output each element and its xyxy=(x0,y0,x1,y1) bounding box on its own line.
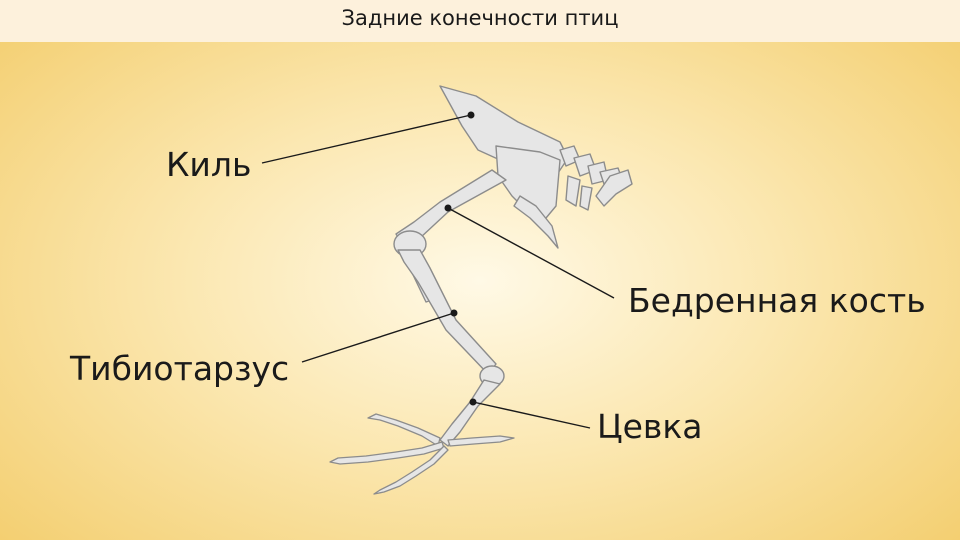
toe-side xyxy=(447,435,515,447)
slide-title: Задние конечности птиц xyxy=(341,6,619,30)
toe-back xyxy=(367,413,441,447)
toe-front-upper xyxy=(329,441,445,465)
pointer-dots xyxy=(444,111,477,406)
label-keel: Киль xyxy=(166,145,252,184)
leader-line-tibiotarsus xyxy=(301,312,455,363)
label-tarsometatarsus: Цевка xyxy=(597,407,703,446)
vertebrae xyxy=(559,145,633,211)
leader-lines xyxy=(261,114,615,429)
tibiotarsus-bone xyxy=(397,249,497,375)
title-bar xyxy=(0,0,960,42)
toe-front-lower xyxy=(373,445,449,495)
label-tibiotarsus: Тибиотарзус xyxy=(70,349,290,388)
pointer-dot-tibiotarsus xyxy=(450,309,458,317)
pointer-dot-tarsometatarsus xyxy=(469,398,477,406)
pointer-dot-femur xyxy=(444,204,452,212)
pointer-dot-keel xyxy=(467,111,475,119)
leader-line-tarsometatarsus xyxy=(472,401,591,429)
tarsometatarsus-bone xyxy=(439,379,501,447)
leader-line-keel xyxy=(261,114,472,164)
toes xyxy=(329,413,515,495)
leader-line-femur xyxy=(447,207,615,299)
label-femur: Бедренная кость xyxy=(628,281,926,320)
skeleton xyxy=(329,85,633,495)
pubis-bone xyxy=(513,195,559,249)
